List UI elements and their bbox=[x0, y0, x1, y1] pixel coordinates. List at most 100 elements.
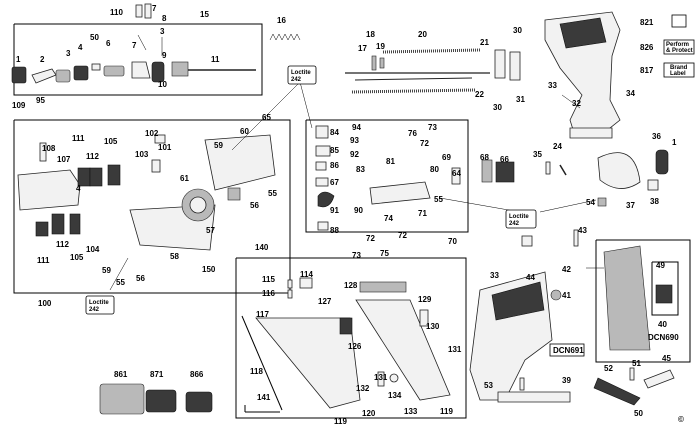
frame-top-assembly bbox=[13, 23, 263, 96]
callout-140: 140 bbox=[255, 243, 269, 252]
callout-64: 64 bbox=[452, 169, 461, 178]
part-52 bbox=[593, 377, 641, 406]
label-821 bbox=[671, 14, 687, 28]
callout-73b: 73 bbox=[352, 251, 361, 260]
callout-43: 43 bbox=[578, 226, 587, 235]
part-114 bbox=[299, 277, 313, 289]
housing-main bbox=[544, 11, 621, 139]
callout-127: 127 bbox=[318, 297, 332, 306]
frame-electronics bbox=[595, 239, 691, 363]
callout-81: 81 bbox=[386, 157, 395, 166]
callout-100: 100 bbox=[38, 299, 52, 308]
callout-33a: 33 bbox=[548, 81, 557, 90]
callout-33b: 33 bbox=[490, 271, 499, 280]
callout-7b: 7 bbox=[132, 41, 137, 50]
callout-129: 129 bbox=[418, 295, 432, 304]
callout-71: 71 bbox=[418, 209, 427, 218]
part-85 bbox=[315, 145, 331, 157]
loctite-tag-a-text2: 242 bbox=[291, 77, 302, 83]
callout-58: 58 bbox=[170, 252, 179, 261]
loctite-tag-a: Loctite 242 bbox=[287, 65, 317, 85]
part-50 bbox=[91, 63, 101, 71]
callout-34: 34 bbox=[626, 89, 635, 98]
callout-110: 110 bbox=[110, 8, 123, 17]
loctite-tag-b: Loctite 242 bbox=[85, 295, 115, 315]
leader-lines bbox=[109, 81, 604, 291]
part-119b-rail bbox=[355, 299, 451, 401]
callout-39: 39 bbox=[562, 376, 571, 385]
callout-30a: 30 bbox=[513, 26, 522, 35]
part-8 bbox=[144, 3, 152, 19]
rail-20 bbox=[382, 48, 481, 54]
callout-67: 67 bbox=[330, 178, 339, 187]
callout-1: 1 bbox=[16, 55, 21, 64]
copyright-mark: © bbox=[678, 415, 684, 424]
part-10 bbox=[151, 61, 165, 83]
battery-871 bbox=[145, 389, 177, 413]
part-19 bbox=[379, 57, 385, 69]
part-54 bbox=[597, 197, 607, 207]
leader-loctite-b bbox=[109, 257, 129, 291]
spring-16-coil bbox=[269, 33, 301, 41]
part-35 bbox=[545, 161, 551, 175]
part-36 bbox=[655, 149, 669, 175]
part-105b bbox=[69, 213, 81, 235]
callout-70: 70 bbox=[448, 237, 457, 246]
callout-59a: 59 bbox=[214, 141, 223, 150]
part-126 bbox=[339, 317, 353, 335]
accessories bbox=[99, 383, 213, 415]
perform-protect-text1: Perform bbox=[666, 42, 689, 48]
callout-8: 8 bbox=[162, 14, 167, 23]
part-7-pin bbox=[137, 34, 147, 51]
callout-120: 120 bbox=[362, 409, 376, 418]
callout-74: 74 bbox=[384, 214, 393, 223]
part-116 bbox=[287, 289, 293, 299]
part-41 bbox=[550, 289, 562, 301]
callout-91: 91 bbox=[330, 206, 339, 215]
callout-38: 38 bbox=[650, 197, 659, 206]
callout-73a: 73 bbox=[428, 123, 437, 132]
callout-32: 32 bbox=[572, 99, 581, 108]
loctite-tag-c-box bbox=[505, 209, 537, 229]
leader-loctite-c1 bbox=[439, 197, 521, 213]
callout-117: 117 bbox=[256, 310, 269, 319]
callout-128: 128 bbox=[344, 281, 358, 290]
dcn690-badge: DCN690 bbox=[648, 333, 679, 342]
callout-75: 75 bbox=[380, 249, 389, 258]
right-parts bbox=[469, 149, 675, 406]
left-assembly bbox=[17, 134, 276, 251]
part-4 bbox=[73, 65, 89, 81]
callout-3b: 3 bbox=[160, 27, 165, 36]
callout-53: 53 bbox=[484, 381, 493, 390]
callout-72a: 72 bbox=[420, 139, 429, 148]
part-44 bbox=[521, 235, 533, 247]
callout-1a: 1 bbox=[672, 138, 677, 147]
part-131b bbox=[377, 371, 385, 387]
callout-107: 107 bbox=[57, 155, 71, 164]
callout-18: 18 bbox=[366, 30, 375, 39]
part-24 bbox=[559, 164, 567, 176]
callout-51: 51 bbox=[632, 359, 641, 368]
callout-10: 10 bbox=[158, 80, 167, 89]
part-3 bbox=[55, 69, 71, 83]
part-60-plate bbox=[204, 134, 276, 191]
loctite-tag-b-box bbox=[85, 295, 115, 315]
callout-76: 76 bbox=[408, 129, 417, 138]
top-assembly bbox=[11, 3, 256, 84]
callout-42: 42 bbox=[562, 265, 571, 274]
brand-label-text2: Label bbox=[670, 71, 686, 77]
case-861 bbox=[99, 383, 145, 415]
part-40 bbox=[655, 284, 673, 304]
loctite-tag-c: Loctite 242 bbox=[505, 209, 537, 229]
callout-114: 114 bbox=[300, 270, 313, 279]
callout-109: 109 bbox=[12, 101, 26, 110]
part-51 bbox=[629, 367, 635, 381]
callout-83: 83 bbox=[356, 165, 365, 174]
dcn691-badge: DCN691 bbox=[553, 346, 584, 355]
callout-105a: 105 bbox=[104, 137, 118, 146]
part-88 bbox=[317, 221, 329, 231]
callout-90: 90 bbox=[354, 206, 363, 215]
callout-52: 52 bbox=[604, 364, 613, 373]
callout-4: 4 bbox=[78, 43, 83, 52]
callout-95: 95 bbox=[36, 96, 45, 105]
